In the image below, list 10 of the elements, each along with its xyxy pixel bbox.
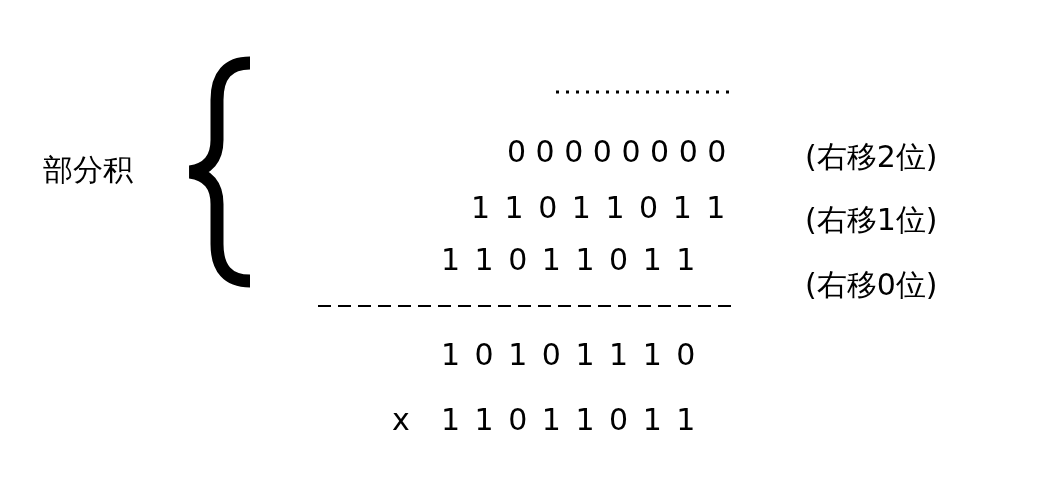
shift-note: (右移0位) [805, 267, 938, 303]
axis-label: 部分积 [43, 152, 133, 188]
binary-number: 1 1 0 1 1 0 1 1 [471, 190, 726, 226]
multiply-sign: x [392, 402, 410, 438]
binary-number: 1 1 0 1 1 0 1 1 [441, 242, 696, 278]
shift-note: (右移2位) [805, 139, 938, 175]
shift-note: (右移1位) [805, 202, 938, 238]
binary-number: 0 0 0 0 0 0 0 0 [507, 134, 727, 170]
binary-number: 1 0 1 0 1 1 1 0 [441, 337, 696, 373]
binary-number: 1 1 0 1 1 0 1 1 [441, 402, 696, 438]
